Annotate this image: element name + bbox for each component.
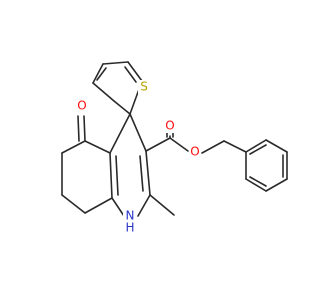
- phenyl-ring: [245, 139, 288, 192]
- carbonyl-oxygen-label: O: [165, 119, 174, 133]
- ester-oxygen-label: O: [190, 145, 199, 159]
- hexahydroquinoline-core: [61, 113, 175, 217]
- nitrogen-label: N: [126, 209, 135, 223]
- thiophene-ring: [92, 61, 143, 115]
- sulfur-label: S: [140, 80, 148, 94]
- atom-labels: S O O O N H: [76, 80, 201, 235]
- molecule-structure-diagram: S O O O N H: [61, 61, 288, 235]
- ketone-oxygen-label: O: [77, 99, 86, 113]
- nitrogen-hydrogen-label: H: [125, 221, 134, 235]
- benzyl-ester-group: [145, 130, 247, 154]
